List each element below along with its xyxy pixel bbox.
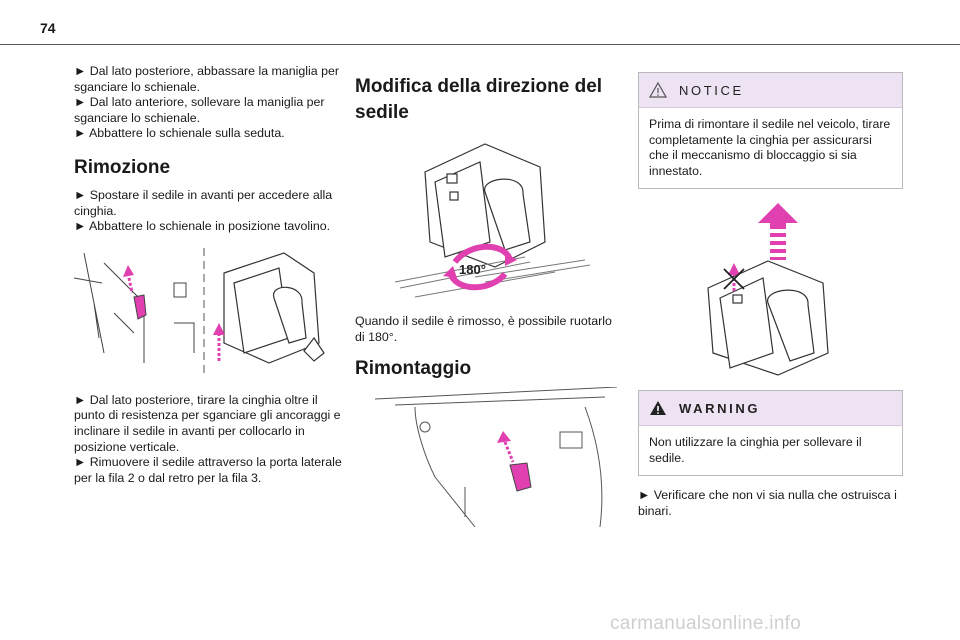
final-step: ► Verificare che non vi sia nulla che os… [638,488,897,518]
header-rule [0,44,960,45]
watermark-text: carmanualsonline.info [610,613,802,634]
column-middle: Modifica della direzione del sedile 180°… [355,74,623,537]
rimozione-steps: ► Spostare il sedile in avanti per acced… [74,187,333,234]
heading-modifica: Modifica della direzione del sedile [355,76,603,123]
rotation-label: 180° [459,262,486,277]
notice-text: Prima di rimontare il sedile nel veicolo… [649,117,891,178]
column-left: ► Dal lato posteriore, abbassare la mani… [74,64,342,486]
page-number: 74 [40,20,56,36]
column-right: NOTICE Prima di rimontare il sedile nel … [638,72,903,519]
notice-header: NOTICE [639,73,902,108]
figure-refit-seat [374,387,617,528]
notice-title: NOTICE [679,82,744,98]
figure-lock-check [707,203,829,376]
warning-title: WARNING [679,400,761,416]
figure-remove-seat [74,247,325,378]
notice-box: NOTICE Prima di rimontare il sedile nel … [638,72,903,189]
rimozione-steps-2: ► Dal lato posteriore, tirare la cinghia… [74,392,342,485]
rotation-caption: Quando il sedile è rimosso, è possibile … [355,314,612,344]
heading-rimontaggio: Rimontaggio [355,358,472,380]
heading-rimozione: Rimozione [74,156,171,178]
warning-header: WARNING [639,391,902,426]
warning-box: WARNING Non utilizzare la cinghia per so… [638,390,903,476]
figure-rotate-seat: 180° [394,143,591,298]
caution-outline-icon [649,82,667,98]
warning-filled-icon [650,401,666,415]
warning-text: Non utilizzare la cinghia per sollevare … [649,435,862,465]
intro-steps: ► Dal lato posteriore, abbassare la mani… [74,64,340,141]
